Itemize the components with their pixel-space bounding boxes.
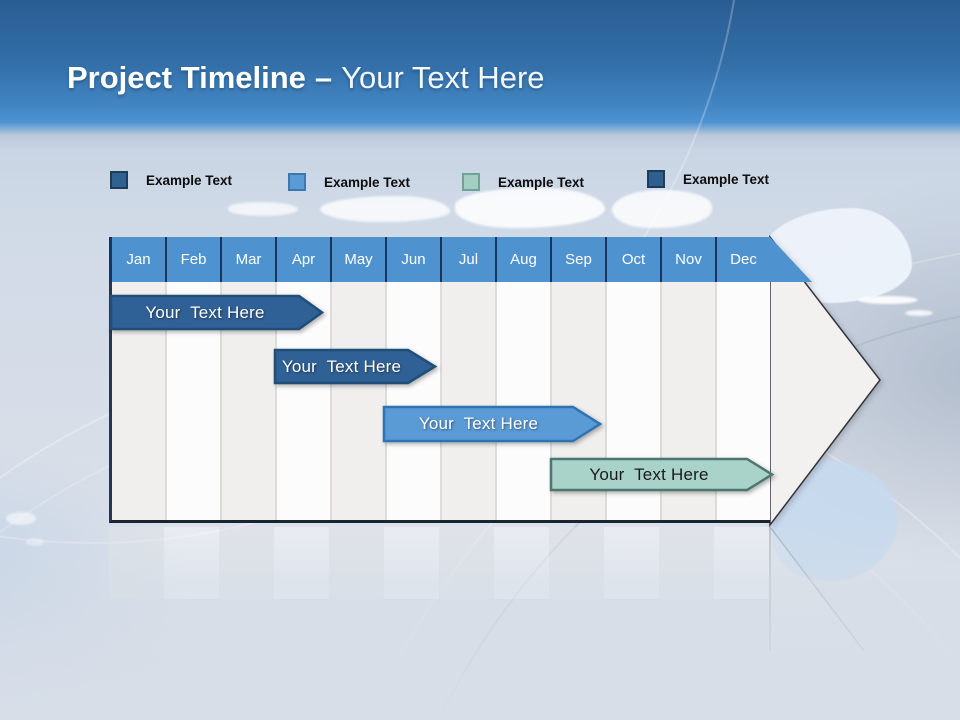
timeline-bar-shape-2 [273,348,438,385]
month-cell-feb: Feb [167,237,222,282]
month-cell-jun: Jun [387,237,442,282]
world-map-decoration [320,196,450,222]
month-cell-dec: Dec [730,251,757,268]
month-cell-jan: Jan [112,237,167,282]
month-cell-nov: Nov [662,237,717,282]
month-cell-aug: Aug [497,237,552,282]
legend-swatch-2 [288,173,306,191]
title-secondary: Your Text Here [341,60,545,95]
title-dash: – [314,60,333,95]
legend-label: Example Text [498,174,585,190]
timeline-bar-shape-3 [382,405,603,443]
world-map-decoration [228,202,298,216]
month-cell-sep: Sep [552,237,607,282]
month-cell-jul: Jul [442,237,497,282]
world-map-decoration [455,188,605,228]
world-map-decoration [905,310,933,316]
grid-column-jul [442,282,497,520]
title-primary: Project Timeline [67,60,306,95]
month-cell-oct: Oct [607,237,662,282]
world-map-decoration [612,190,712,228]
page-title: Project Timeline–Your Text Here [67,60,545,96]
legend-item-1: Example Text [110,170,232,190]
legend-label: Example Text [683,171,770,187]
legend-swatch-3 [462,173,480,191]
month-cell-mar: Mar [222,237,277,282]
grid-column-may [332,282,387,520]
legend-swatch-4 [647,170,665,188]
legend-item-4: Example Text [647,169,769,189]
month-cell-apr: Apr [277,237,332,282]
grid-column-jun [387,282,442,520]
month-cell-may: May [332,237,387,282]
grid-column-aug [497,282,552,520]
legend-label: Example Text [324,174,411,190]
legend-label: Example Text [146,172,233,188]
timeline-bar-shape-1 [109,294,325,331]
legend-swatch-1 [110,171,128,189]
reflection-fade [0,524,960,720]
legend-item-3: Example Text [462,172,584,192]
timeline-arrowhead [769,235,881,527]
timeline-bar-shape-4 [549,457,775,492]
legend-item-2: Example Text [288,172,410,192]
